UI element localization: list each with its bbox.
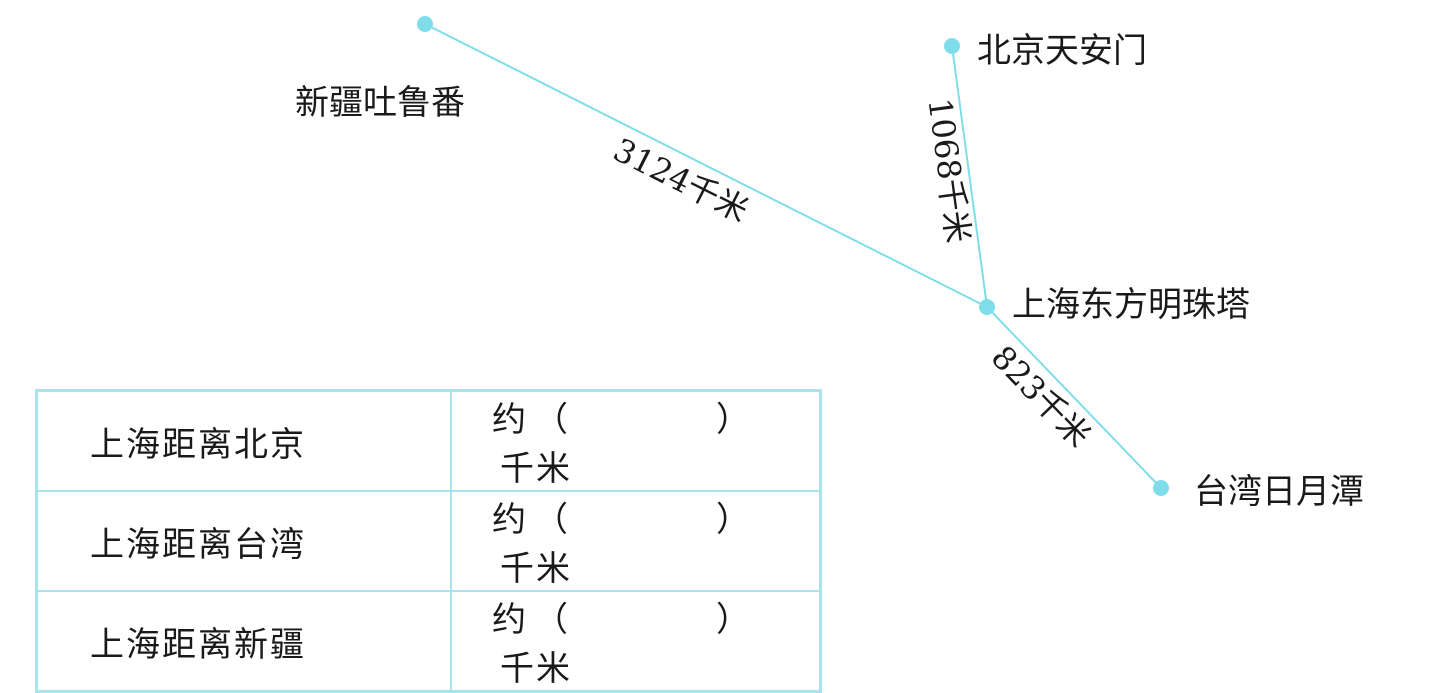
line-shanghai-beijing — [951, 45, 988, 308]
dot-shanghai — [979, 299, 995, 315]
distance-label-beijing: 1068千米 — [920, 96, 977, 245]
table-row: 上海距离北京 约（ ） 千米 — [35, 389, 822, 492]
approx-prefix: 约 — [492, 500, 526, 540]
dot-xinjiang — [417, 16, 433, 32]
open-paren: （ — [534, 600, 568, 640]
dot-beijing — [944, 38, 960, 54]
distance-table: 上海距离北京 约（）千米 上海距离台湾 约（）千米 上海距离新疆 约（）千米 — [35, 389, 822, 693]
distance-label-xinjiang: 3124千米 — [607, 131, 754, 230]
label-xinjiang: 新疆吐鲁番 — [295, 83, 465, 123]
close-paren: ） — [716, 400, 750, 440]
table-row: 上海距离新疆 约（ ） 千米 — [35, 590, 822, 693]
label-taiwan: 台湾日月潭 — [1194, 472, 1364, 512]
label-shanghai: 上海东方明珠塔 — [1012, 285, 1250, 325]
answer-cell: 约（ ） 千米 — [450, 590, 822, 693]
answer-cell: 约（ ） 千米 — [450, 490, 822, 592]
approx-prefix: 约 — [492, 400, 526, 440]
approx-prefix: 约 — [492, 600, 526, 640]
label-beijing: 北京天安门 — [977, 31, 1147, 71]
dot-taiwan — [1153, 480, 1169, 496]
table-row: 上海距离台湾 约（ ） 千米 — [35, 490, 822, 592]
open-paren: （ — [534, 500, 568, 540]
line-shanghai-taiwan — [986, 306, 1162, 489]
unit-label: 千米 — [500, 649, 572, 689]
row-label: 上海距离新疆 — [35, 590, 452, 693]
line-shanghai-xinjiang — [424, 23, 988, 308]
unit-label: 千米 — [500, 549, 572, 589]
answer-cell: 约（ ） 千米 — [450, 389, 822, 492]
row-label: 上海距离台湾 — [35, 490, 452, 592]
unit-label: 千米 — [500, 449, 572, 489]
row-label: 上海距离北京 — [35, 389, 452, 492]
distance-label-taiwan: 823千米 — [984, 338, 1098, 454]
close-paren: ） — [716, 500, 750, 540]
close-paren: ） — [716, 600, 750, 640]
open-paren: （ — [534, 400, 568, 440]
